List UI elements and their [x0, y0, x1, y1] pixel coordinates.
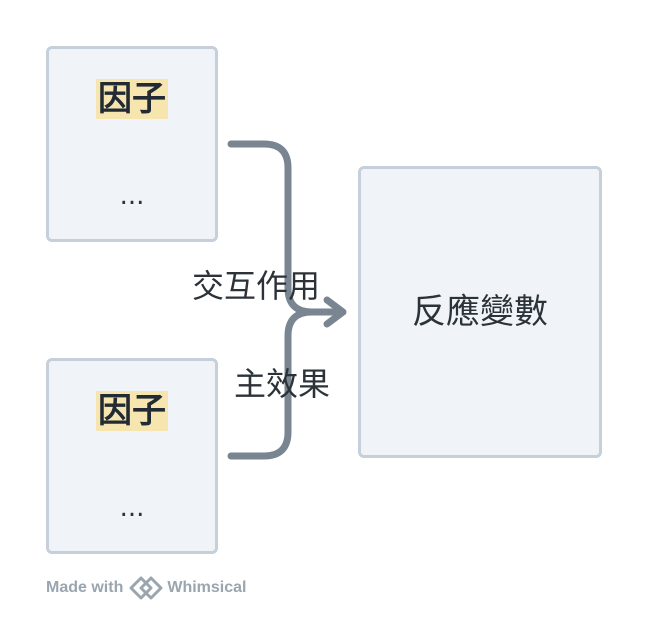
- factor-title: 因子: [96, 79, 168, 119]
- connector-from-factor-2: [227, 308, 316, 460]
- factor-box[interactable]: 因子 ...: [46, 358, 218, 554]
- main-effect-label: 主效果: [234, 365, 331, 403]
- response-variable-box[interactable]: 反應變數: [358, 166, 602, 458]
- whimsical-logo-icon: [129, 576, 163, 600]
- made-with-text: Made with: [46, 579, 124, 596]
- arrowhead-icon: [323, 296, 347, 328]
- factor-box[interactable]: 因子 ...: [46, 46, 218, 242]
- factor-title: 因子: [96, 391, 168, 431]
- brand-name: Whimsical: [167, 579, 247, 596]
- made-with-footer[interactable]: Made with Whimsical: [46, 576, 246, 600]
- response-variable-label: 反應變數: [412, 292, 548, 332]
- factor-body: ...: [119, 181, 145, 211]
- interaction-label: 交互作用: [192, 267, 321, 305]
- factor-body: ...: [119, 493, 145, 523]
